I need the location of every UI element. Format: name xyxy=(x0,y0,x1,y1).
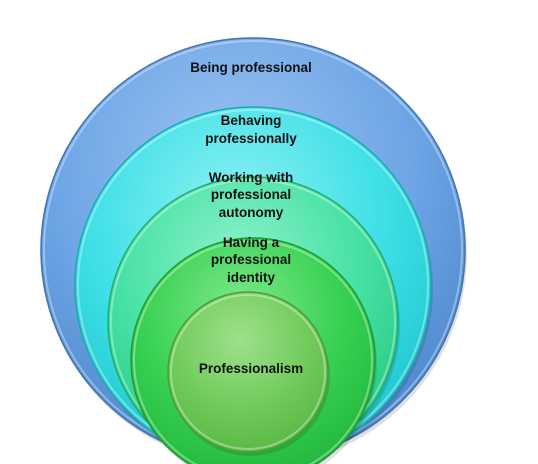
professionalism-circle xyxy=(167,291,329,453)
working-with-professional-autonomy-label: Working with professional autonomy xyxy=(209,170,294,220)
behaving-professionally-label-line: professionally xyxy=(205,131,297,146)
being-professional-label-line: Being professional xyxy=(190,60,312,75)
professionalism-label-line: Professionalism xyxy=(199,361,303,376)
working-with-professional-autonomy-label-line: autonomy xyxy=(219,205,284,220)
having-a-professional-identity-label-line: professional xyxy=(211,252,291,267)
working-with-professional-autonomy-highlight xyxy=(110,179,396,464)
working-with-professional-autonomy-label-line: professional xyxy=(211,187,291,202)
professionalism-label: Professionalism xyxy=(199,361,303,376)
behaving-professionally-label-line: Behaving xyxy=(221,113,282,128)
behaving-professionally-label: Behaving professionally xyxy=(205,113,297,146)
working-with-professional-autonomy-label-line: Working with xyxy=(209,170,294,185)
professionalism-highlight xyxy=(170,294,326,450)
having-a-professional-identity-label: Having a professional identity xyxy=(211,235,291,285)
having-a-professional-identity-label-line: identity xyxy=(227,270,275,285)
having-a-professional-identity-highlight xyxy=(133,240,373,464)
being-professional-label: Being professional xyxy=(190,60,312,75)
having-a-professional-identity-label-line: Having a xyxy=(223,235,280,250)
